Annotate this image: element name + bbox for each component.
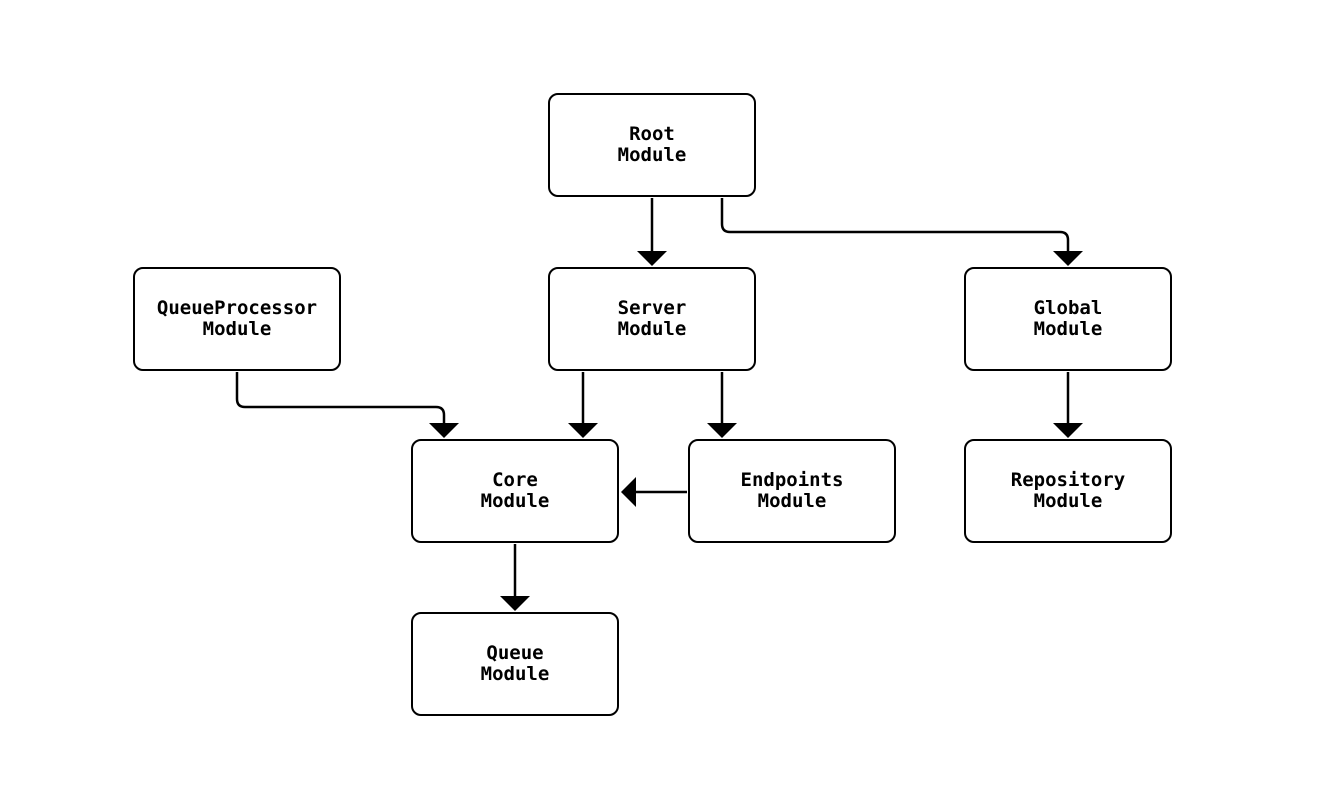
arrowhead-global-to-repository <box>1053 423 1083 438</box>
node-global-module: Global Module <box>964 267 1172 371</box>
node-label: Global <box>1033 297 1103 319</box>
arrowhead-root-to-global <box>1053 251 1083 266</box>
node-label: Endpoints <box>740 469 844 491</box>
node-label: Module <box>617 144 687 166</box>
node-label: Queue <box>486 642 544 664</box>
node-label: Server <box>617 297 687 319</box>
arrowhead-server-to-core <box>568 423 598 438</box>
node-repository-module: Repository Module <box>964 439 1172 543</box>
node-label: Core <box>492 469 538 491</box>
node-label: Module <box>1033 490 1103 512</box>
edge-queueprocessor-to-core <box>235 372 446 425</box>
node-label: Module <box>617 318 687 340</box>
node-label: Module <box>202 318 272 340</box>
node-label: Repository <box>1010 469 1126 491</box>
node-label: Root <box>629 123 675 145</box>
node-server-module: Server Module <box>548 267 756 371</box>
edge-root-to-global <box>720 198 1070 253</box>
node-endpoints-module: Endpoints Module <box>688 439 896 543</box>
node-label: Module <box>480 490 550 512</box>
arrowhead-core-to-queue <box>500 596 530 611</box>
node-core-module: Core Module <box>411 439 619 543</box>
node-queueprocessor-module: QueueProcessor Module <box>133 267 341 371</box>
node-root-module: Root Module <box>548 93 756 197</box>
arrowhead-endpoints-to-core <box>621 477 636 507</box>
node-label: QueueProcessor <box>156 297 318 319</box>
arrowhead-server-to-endpoints <box>707 423 737 438</box>
arrowhead-queueprocessor-to-core <box>429 423 459 438</box>
node-label: Module <box>757 490 827 512</box>
node-queue-module: Queue Module <box>411 612 619 716</box>
node-label: Module <box>480 663 550 685</box>
node-label: Module <box>1033 318 1103 340</box>
arrowhead-root-to-server <box>637 251 667 266</box>
